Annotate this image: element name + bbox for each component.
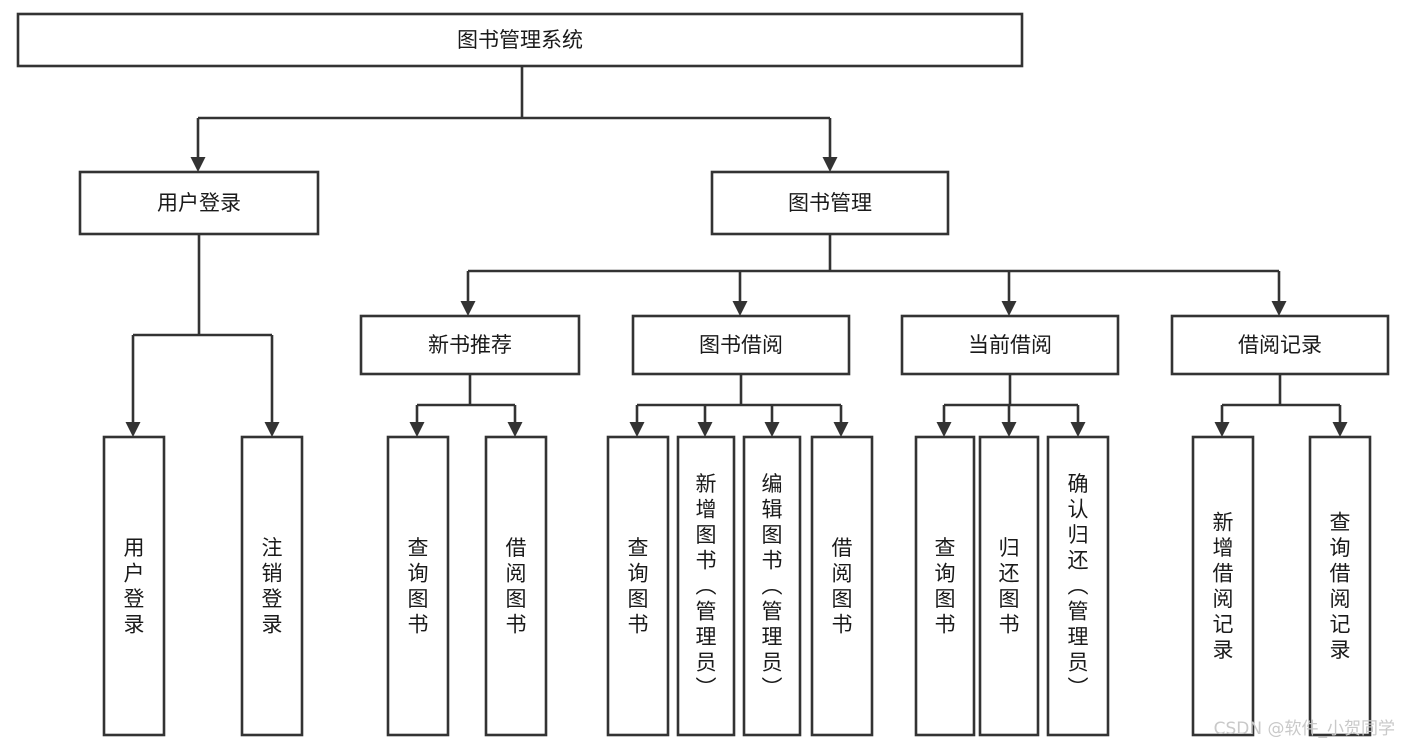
book-borrow-branch-1-arrowhead xyxy=(697,422,713,437)
nodes-layer: 图书管理系统用户登录图书管理新书推荐图书借阅当前借阅借阅记录用户登录注销登录查询… xyxy=(16,12,1390,737)
user-login-branch-0-arrowhead xyxy=(125,422,141,437)
current-borrow-branch-2-arrowhead xyxy=(1070,422,1086,437)
node-new-book-recommend-label: 新书推荐 xyxy=(428,333,512,357)
node-leaf-confirm-return-admin-box[interactable] xyxy=(1046,435,1110,737)
node-leaf-borrow-book-box[interactable] xyxy=(810,435,874,737)
book-management-branch-1-arrowhead xyxy=(732,301,748,316)
node-borrow-record-label: 借阅记录 xyxy=(1238,333,1322,357)
node-leaf-add-book-admin[interactable]: 新增图书︵管理员︶ xyxy=(676,435,736,737)
book-borrow-branch-0-arrowhead xyxy=(629,422,645,437)
node-leaf-query-book-borrow[interactable]: 查询图书 xyxy=(606,435,670,737)
node-leaf-logout-label: 注销登录 xyxy=(262,536,283,637)
borrow-record-branch-1-arrowhead xyxy=(1332,422,1348,437)
node-leaf-edit-book-admin-box[interactable] xyxy=(742,435,802,737)
node-book-management-label: 图书管理 xyxy=(788,191,872,215)
node-leaf-return-book-label: 归还图书 xyxy=(999,536,1020,637)
node-book-borrow-box[interactable] xyxy=(631,314,851,376)
node-root-system-box[interactable] xyxy=(16,12,1024,68)
node-leaf-query-record-box[interactable] xyxy=(1308,435,1372,737)
current-borrow-branch-1-arrowhead xyxy=(1001,422,1017,437)
book-management-branch-2-arrowhead xyxy=(1001,301,1017,316)
node-leaf-confirm-return-admin-label: 确认归还︵管理员︶ xyxy=(1068,472,1089,700)
new-book-recommend-branch-0-arrowhead xyxy=(409,422,425,437)
node-borrow-record[interactable]: 借阅记录 xyxy=(1170,314,1390,376)
node-user-login[interactable]: 用户登录 xyxy=(78,170,320,236)
node-leaf-query-book-current-box[interactable] xyxy=(914,435,976,737)
current-borrow-branch-0-arrowhead xyxy=(936,422,952,437)
node-new-book-recommend[interactable]: 新书推荐 xyxy=(359,314,581,376)
node-user-login-label: 用户登录 xyxy=(157,191,241,215)
node-new-book-recommend-box[interactable] xyxy=(359,314,581,376)
node-current-borrow[interactable]: 当前借阅 xyxy=(900,314,1120,376)
node-leaf-logout[interactable]: 注销登录 xyxy=(240,435,304,737)
node-root-system[interactable]: 图书管理系统 xyxy=(16,12,1024,68)
node-leaf-add-record[interactable]: 新增借阅记录 xyxy=(1191,435,1255,737)
borrow-record-branch-0-arrowhead xyxy=(1214,422,1230,437)
node-leaf-query-book-borrow-label: 查询图书 xyxy=(628,536,649,637)
node-leaf-query-record[interactable]: 查询借阅记录 xyxy=(1308,435,1372,737)
node-borrow-record-box[interactable] xyxy=(1170,314,1390,376)
node-leaf-add-book-admin-label: 新增图书︵管理员︶ xyxy=(696,472,717,700)
node-leaf-edit-book-admin[interactable]: 编辑图书︵管理员︶ xyxy=(742,435,802,737)
node-root-system-label: 图书管理系统 xyxy=(457,28,583,52)
node-leaf-borrow-book-label: 借阅图书 xyxy=(832,536,853,637)
user-login-branch-1-arrowhead xyxy=(264,422,280,437)
node-leaf-query-book-current-label: 查询图书 xyxy=(935,536,956,637)
node-leaf-logout-box[interactable] xyxy=(240,435,304,737)
node-leaf-query-book-borrow-box[interactable] xyxy=(606,435,670,737)
new-book-recommend-branch-1-arrowhead xyxy=(507,422,523,437)
node-book-borrow[interactable]: 图书借阅 xyxy=(631,314,851,376)
book-borrow-branch-2-arrowhead xyxy=(764,422,780,437)
root-branch-0-arrowhead xyxy=(190,157,206,172)
node-leaf-borrow-book-rec-label: 借阅图书 xyxy=(506,536,527,637)
root-branch-1-arrowhead xyxy=(822,157,838,172)
node-leaf-confirm-return-admin[interactable]: 确认归还︵管理员︶ xyxy=(1046,435,1110,737)
node-book-management-box[interactable] xyxy=(710,170,950,236)
node-leaf-user-login-box[interactable] xyxy=(102,435,166,737)
watermark-label: CSDN @软件_小贺同学 xyxy=(1214,719,1395,739)
node-leaf-edit-book-admin-label: 编辑图书︵管理员︶ xyxy=(762,472,783,700)
node-leaf-add-record-box[interactable] xyxy=(1191,435,1255,737)
node-leaf-borrow-book-rec[interactable]: 借阅图书 xyxy=(484,435,548,737)
book-management-branch-3-arrowhead xyxy=(1271,301,1287,316)
node-leaf-add-record-label: 新增借阅记录 xyxy=(1213,510,1234,662)
node-leaf-query-record-label: 查询借阅记录 xyxy=(1330,510,1351,662)
node-leaf-add-book-admin-box[interactable] xyxy=(676,435,736,737)
node-leaf-query-book-rec[interactable]: 查询图书 xyxy=(386,435,450,737)
node-leaf-query-book-current[interactable]: 查询图书 xyxy=(914,435,976,737)
node-leaf-query-book-rec-label: 查询图书 xyxy=(408,536,429,637)
node-leaf-borrow-book-rec-box[interactable] xyxy=(484,435,548,737)
book-borrow-branch-3-arrowhead xyxy=(833,422,849,437)
node-leaf-query-book-rec-box[interactable] xyxy=(386,435,450,737)
node-current-borrow-label: 当前借阅 xyxy=(968,333,1052,357)
node-user-login-box[interactable] xyxy=(78,170,320,236)
node-leaf-user-login[interactable]: 用户登录 xyxy=(102,435,166,737)
node-leaf-return-book-box[interactable] xyxy=(978,435,1040,737)
book-management-branch-0-arrowhead xyxy=(460,301,476,316)
node-leaf-user-login-label: 用户登录 xyxy=(124,536,145,637)
node-leaf-return-book[interactable]: 归还图书 xyxy=(978,435,1040,737)
node-current-borrow-box[interactable] xyxy=(900,314,1120,376)
node-book-borrow-label: 图书借阅 xyxy=(699,333,783,357)
node-leaf-borrow-book[interactable]: 借阅图书 xyxy=(810,435,874,737)
node-book-management[interactable]: 图书管理 xyxy=(710,170,950,236)
connectors-layer xyxy=(125,66,1348,437)
